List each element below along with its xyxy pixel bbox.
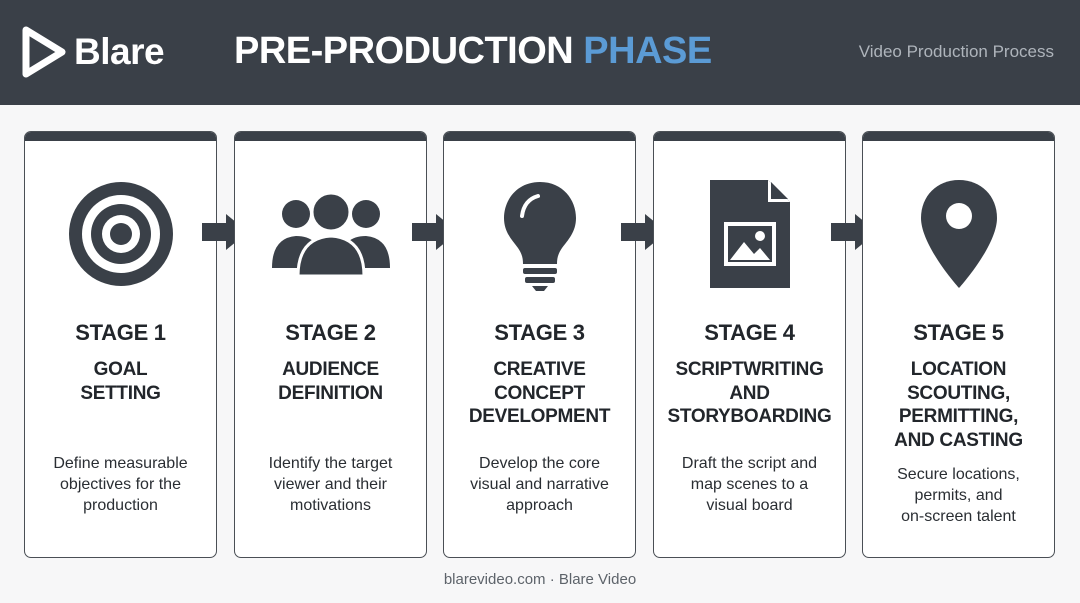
stage-number: STAGE 3 bbox=[494, 320, 585, 345]
map-pin-icon bbox=[863, 174, 1054, 294]
stage-number: STAGE 4 bbox=[704, 320, 795, 345]
footer-text: blarevideo.com · Blare Video bbox=[443, 571, 637, 588]
stage-card-1: STAGE 1 GOAL SETTING Define measurable o… bbox=[24, 131, 217, 558]
stage-description: Define measurable objectives for the pro… bbox=[53, 455, 188, 514]
stage-description: Draft the script and map scenes to a vis… bbox=[681, 455, 818, 514]
header-bar: Blare PRE-PRODUCTION PHASE Video Product… bbox=[0, 0, 1080, 105]
stage-description: Identify the target viewer and their mot… bbox=[268, 455, 393, 514]
page-subtitle: Video Production Process bbox=[858, 42, 1054, 61]
blare-logo-icon bbox=[22, 26, 66, 78]
page-title: PRE-PRODUCTION PHASE bbox=[234, 30, 712, 76]
title-main: PRE-PRODUCTION bbox=[234, 30, 584, 72]
stage-number: STAGE 2 bbox=[285, 320, 376, 345]
stage-card-3: STAGE 3 CREATIVE CONCEPT DEVELOPMENT Dev… bbox=[443, 131, 636, 558]
stage-name: GOAL SETTING bbox=[80, 359, 161, 404]
logo-text: Blare bbox=[74, 31, 165, 72]
stage-description: Secure locations, permits, and on-screen… bbox=[897, 466, 1020, 525]
stage-number: STAGE 5 bbox=[913, 320, 1004, 345]
stage-card-4: STAGE 4 SCRIPTWRITING AND STORYBOARDING … bbox=[653, 131, 846, 558]
stage-number: STAGE 1 bbox=[75, 320, 166, 345]
stage-card-5: STAGE 5 LOCATION SCOUTING, PERMITTING, A… bbox=[862, 131, 1055, 558]
lightbulb-icon bbox=[444, 174, 635, 294]
stage-card-cap bbox=[654, 132, 845, 141]
document-image-icon bbox=[654, 174, 845, 294]
stage-name: AUDIENCE DEFINITION bbox=[278, 359, 383, 404]
stage-name: SCRIPTWRITING AND STORYBOARDING bbox=[667, 359, 832, 427]
stage-card-cap bbox=[444, 132, 635, 141]
stage-name: CREATIVE CONCEPT DEVELOPMENT bbox=[468, 359, 611, 427]
stage-description: Develop the core visual and narrative ap… bbox=[470, 455, 609, 514]
stage-card-cap bbox=[863, 132, 1054, 141]
brand-logo: Blare bbox=[22, 26, 165, 78]
people-group-icon bbox=[235, 174, 426, 294]
stage-card-2: STAGE 2 AUDIENCE DEFINITION Identify the… bbox=[234, 131, 427, 558]
stage-card-cap bbox=[235, 132, 426, 141]
stage-card-cap bbox=[25, 132, 216, 141]
target-icon bbox=[25, 174, 216, 294]
stage-name: LOCATION SCOUTING, PERMITTING, AND CASTI… bbox=[894, 359, 1023, 451]
title-accent: PHASE bbox=[583, 30, 712, 72]
